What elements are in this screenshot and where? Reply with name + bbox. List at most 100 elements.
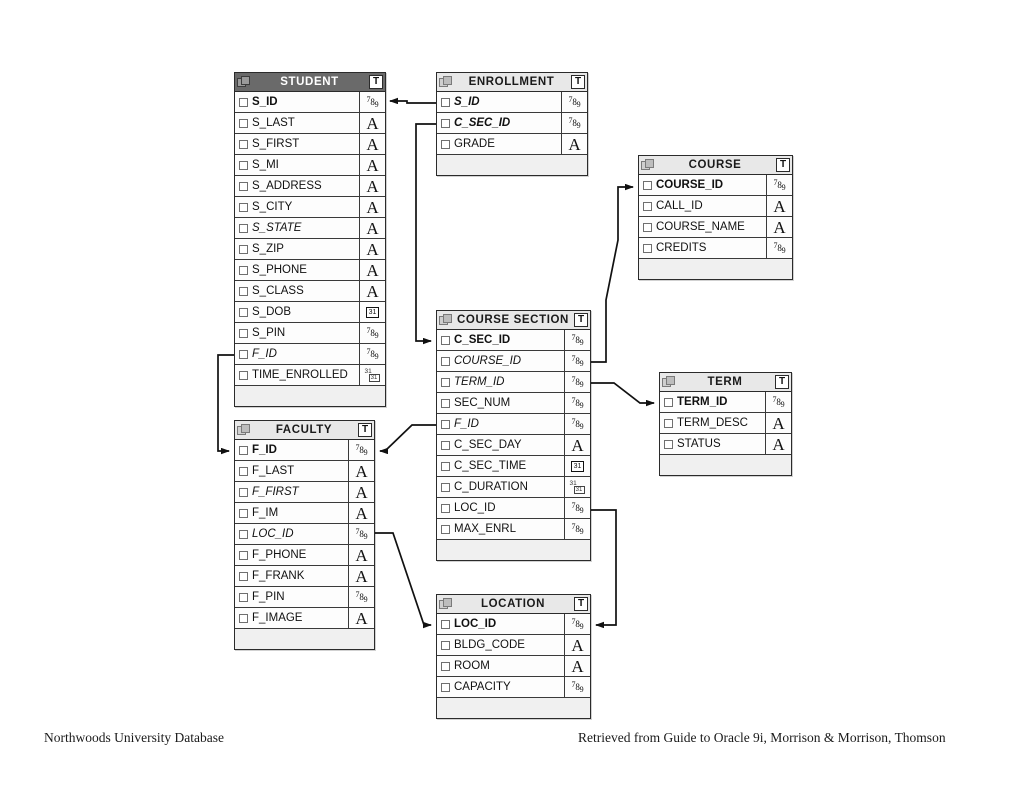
field-checkbox[interactable]	[441, 682, 450, 692]
field-checkbox[interactable]	[441, 482, 450, 492]
field-checkbox[interactable]	[239, 97, 248, 107]
field-checkbox[interactable]	[441, 661, 450, 671]
field-checkbox[interactable]	[239, 613, 248, 623]
field-checkbox[interactable]	[239, 466, 248, 476]
field-checkbox[interactable]	[643, 222, 652, 232]
field-checkbox[interactable]	[441, 97, 450, 107]
field-checkbox[interactable]	[239, 265, 248, 275]
field-checkbox[interactable]	[441, 398, 450, 408]
field-checkbox[interactable]	[664, 439, 673, 449]
field-checkbox[interactable]	[441, 356, 450, 366]
field-checkbox[interactable]	[441, 619, 450, 629]
field-checkbox[interactable]	[239, 202, 248, 212]
field-row-empty[interactable]	[235, 386, 385, 406]
field-checkbox[interactable]	[239, 286, 248, 296]
field-checkbox[interactable]	[441, 139, 450, 149]
field-checkbox[interactable]	[239, 244, 248, 254]
field-checkbox[interactable]	[441, 440, 450, 450]
field-row-empty[interactable]	[235, 629, 374, 649]
field-checkbox[interactable]	[239, 550, 248, 560]
field-checkbox[interactable]	[441, 377, 450, 387]
field-checkbox[interactable]	[643, 243, 652, 253]
field-checkbox[interactable]	[441, 335, 450, 345]
field-checkbox[interactable]	[239, 139, 248, 149]
field-checkbox[interactable]	[239, 571, 248, 581]
field-checkbox[interactable]	[664, 418, 673, 428]
field-row-empty[interactable]	[437, 698, 590, 718]
field-checkbox[interactable]	[441, 461, 450, 471]
field-checkbox[interactable]	[239, 445, 248, 455]
field-checkbox[interactable]	[239, 508, 248, 518]
field-checkbox[interactable]	[643, 180, 652, 190]
field-checkbox[interactable]	[239, 328, 248, 338]
field-checkbox[interactable]	[239, 349, 248, 359]
field-checkbox[interactable]	[441, 419, 450, 429]
field-checkbox[interactable]	[441, 503, 450, 513]
field-checkbox[interactable]	[441, 640, 450, 650]
field-row-empty[interactable]	[660, 455, 791, 475]
field-checkbox[interactable]	[239, 592, 248, 602]
field-checkbox[interactable]	[239, 223, 248, 233]
field-row-empty[interactable]	[437, 540, 590, 560]
field-checkbox[interactable]	[441, 118, 450, 128]
field-checkbox[interactable]	[664, 397, 673, 407]
field-checkbox[interactable]	[441, 524, 450, 534]
field-checkbox[interactable]	[239, 118, 248, 128]
